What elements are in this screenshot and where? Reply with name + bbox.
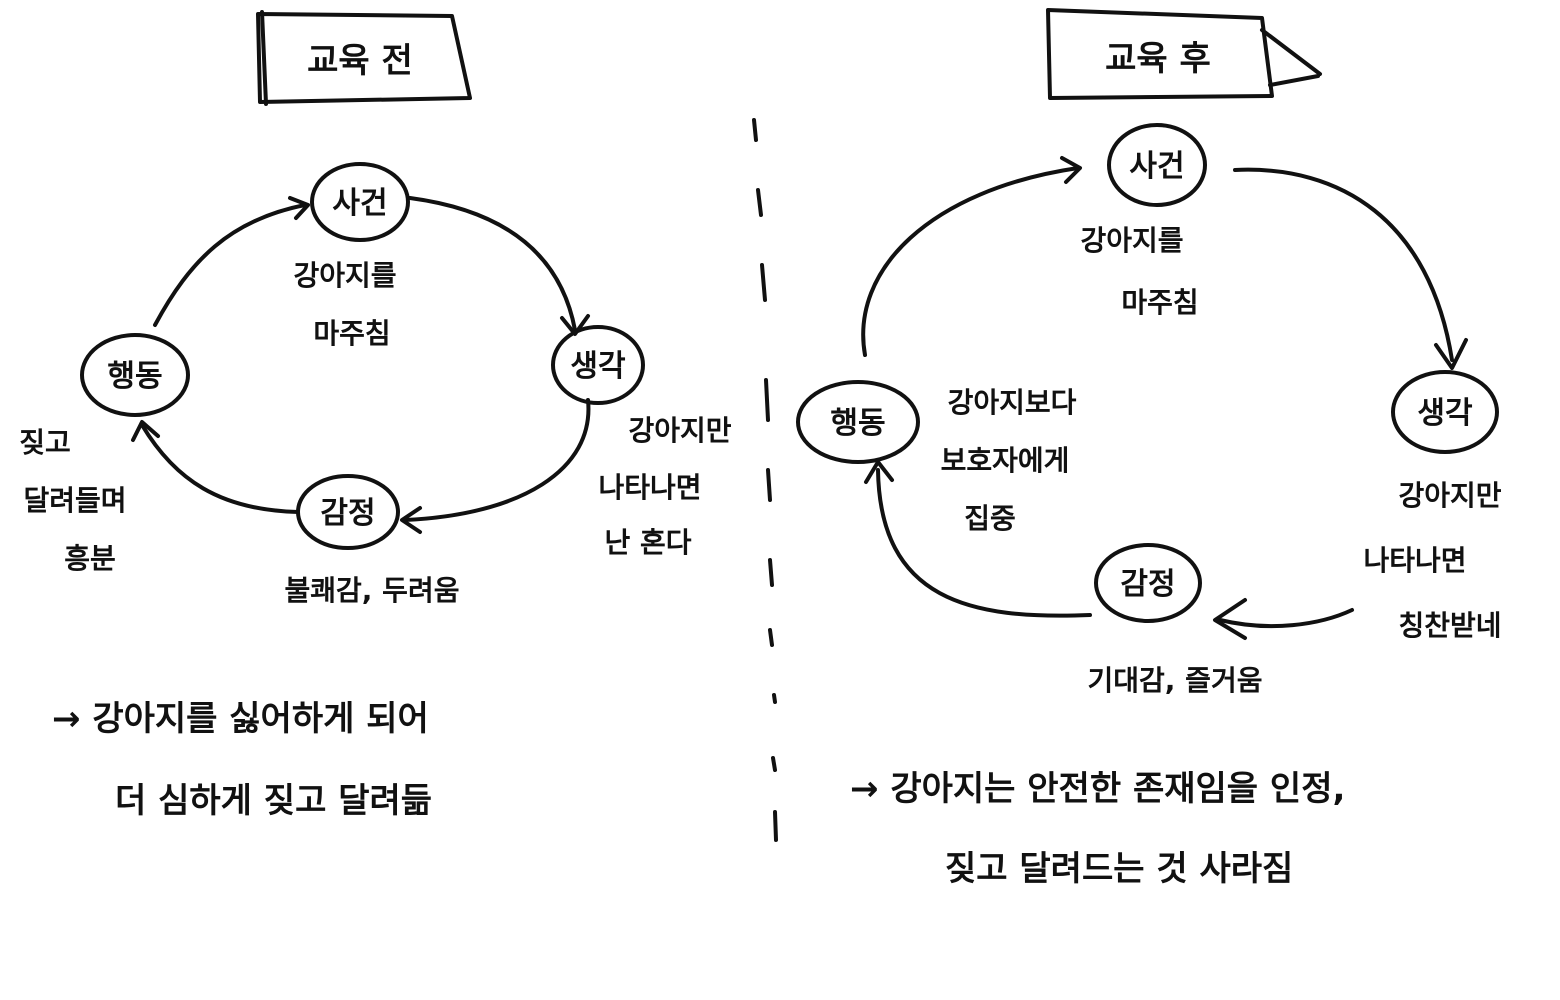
after-node-thought: 생각: [1417, 396, 1473, 431]
after-node-emotion: 감정: [1120, 567, 1175, 602]
before-arrow-emotion-behavior: [140, 423, 300, 514]
before-note-emotion-1: 불쾌감, 두려움: [285, 574, 460, 607]
before-arrowhead-emotion: [400, 506, 422, 534]
before-note-event-2: 마주침: [313, 317, 390, 350]
after-node-behavior: 행동: [830, 406, 885, 441]
before-note-thought-1: 강아지만: [628, 414, 731, 447]
before-summary-1: → 강아지를 싫어하게 되어: [52, 699, 429, 739]
after-arrow-behavior-event: [861, 166, 1080, 357]
after-note-emotion-1: 기대감, 즐거움: [1088, 664, 1263, 697]
before-title-box: [256, 12, 472, 104]
before-arrowhead-behavior: [131, 420, 160, 442]
after-note-behavior-2: 보호자에게: [941, 444, 1070, 477]
after-panel: 교육 후 사건 생각 감정 행동 강아지를 마주침 강아지만 나타나면 칭찬받네…: [796, 8, 1502, 889]
after-arrow-thought-emotion: [1218, 608, 1354, 629]
before-node-thought-circle: [551, 325, 645, 405]
after-arrowhead-thought: [1434, 338, 1468, 370]
after-note-event-1: 강아지를: [1080, 224, 1183, 257]
before-note-behavior-3: 흥분: [64, 542, 116, 575]
after-arrowhead-emotion: [1213, 598, 1247, 640]
after-node-emotion-circle: [1094, 543, 1202, 623]
before-node-behavior-circle: [80, 333, 190, 417]
after-node-event: 사건: [1129, 149, 1184, 184]
before-note-behavior-1: 짖고: [19, 426, 71, 459]
after-note-behavior-1: 강아지보다: [948, 386, 1077, 419]
before-summary-2: 더 심하게 짖고 달려듦: [115, 781, 432, 821]
before-title: 교육 전: [307, 41, 413, 81]
after-note-thought-2: 나타나면: [1363, 544, 1466, 577]
before-node-behavior: 행동: [107, 359, 162, 394]
after-summary-2: 짖고 달려드는 것 사라짐: [945, 849, 1293, 889]
before-node-thought: 생각: [570, 349, 626, 384]
after-arrow-event-thought: [1233, 167, 1454, 362]
before-note-thought-2: 나타나면: [598, 471, 701, 504]
before-panel: 교육 전 사건 생각 감정 행동 강아지를 마주침 강아지만 나타나면 난 혼다…: [19, 10, 732, 821]
before-arrow-behavior-event: [153, 203, 307, 327]
divider-dashed-line: [752, 118, 778, 842]
before-note-behavior-2: 달려들며: [23, 484, 126, 517]
before-node-emotion-circle: [296, 474, 400, 550]
after-title: 교육 후: [1105, 39, 1211, 79]
after-arrowhead-event: [1060, 156, 1082, 184]
after-note-event-2: 마주침: [1121, 286, 1198, 319]
after-node-event-circle: [1107, 123, 1207, 207]
before-note-event-1: 강아지를: [293, 259, 396, 292]
before-note-thought-3: 난 혼다: [604, 526, 691, 559]
after-note-behavior-3: 집중: [964, 502, 1016, 535]
after-arrowhead-behavior: [864, 460, 894, 484]
after-node-thought-circle: [1391, 370, 1499, 454]
after-note-thought-1: 강아지만: [1398, 479, 1501, 512]
before-arrowhead-event: [288, 196, 310, 220]
before-arrow-thought-emotion: [403, 398, 591, 522]
after-node-behavior-circle: [796, 380, 920, 464]
after-note-thought-3: 칭찬받네: [1398, 609, 1501, 642]
before-node-emotion: 감정: [320, 496, 375, 531]
after-summary-1: → 강아지는 안전한 존재임을 인정,: [850, 769, 1345, 809]
before-arrow-event-thought: [408, 196, 577, 332]
before-node-event-circle: [310, 162, 410, 242]
after-arrow-emotion-behavior: [876, 468, 1092, 618]
after-title-box: [1046, 8, 1274, 100]
before-node-event: 사건: [332, 186, 387, 221]
